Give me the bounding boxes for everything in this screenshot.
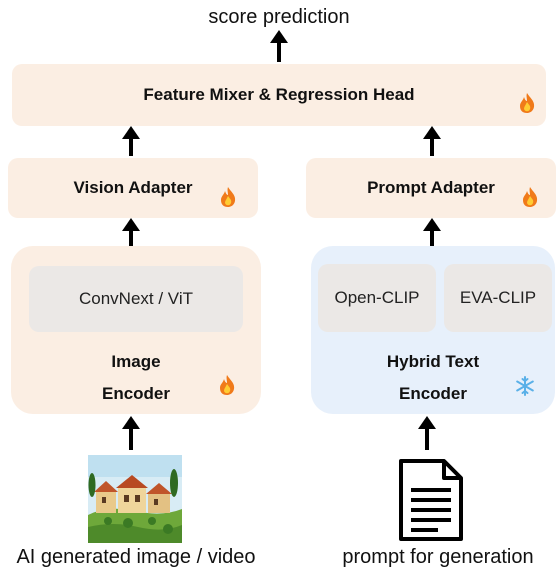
text-encoder-title-line2: Encoder [398, 384, 468, 403]
document-icon [399, 459, 463, 541]
generated-image-thumbnail [88, 455, 182, 543]
prompt-caption: prompt for generation [342, 546, 534, 568]
arrow-vision-to-mixer [122, 126, 140, 156]
output-label: score prediction [208, 6, 350, 28]
arrow-text-encoder-to-prompt-adapter [423, 218, 441, 246]
image-caption: AI generated image / video [16, 546, 256, 568]
eva-clip-label: EVA-CLIP [459, 288, 537, 307]
feature-mixer-title: Feature Mixer & Regression Head [143, 85, 415, 104]
open-clip-label: Open-CLIP [334, 288, 420, 307]
prompt-adapter-box: Prompt Adapter [306, 158, 556, 218]
arrow-to-output [270, 30, 288, 62]
convnext-vit-block: ConvNext / ViT [29, 266, 243, 332]
prompt-adapter-title: Prompt Adapter [367, 178, 495, 197]
feature-mixer-box: Feature Mixer & Regression Head [12, 64, 546, 126]
image-encoder-title-line2: Encoder [101, 384, 171, 403]
flame-icon [523, 187, 538, 207]
eva-clip-block: EVA-CLIP [444, 264, 552, 332]
snowflake-icon [516, 376, 534, 396]
arrow-prompt-to-mixer [423, 126, 441, 156]
flame-icon [221, 187, 236, 207]
convnext-vit-label: ConvNext / ViT [78, 289, 193, 308]
image-encoder-box: ConvNext / ViT Image Encoder [11, 246, 261, 414]
vision-adapter-box: Vision Adapter [8, 158, 258, 218]
text-encoder-title-line1: Hybrid Text [386, 352, 480, 371]
flame-icon [220, 375, 235, 395]
arrow-image-encoder-to-vision-adapter [122, 218, 140, 246]
vision-adapter-title: Vision Adapter [73, 178, 193, 197]
hybrid-text-encoder-box: Open-CLIP EVA-CLIP Hybrid Text Encoder [311, 246, 555, 414]
open-clip-block: Open-CLIP [318, 264, 436, 332]
arrow-image-to-image-encoder [122, 416, 140, 450]
flame-icon [520, 93, 535, 113]
arrow-prompt-to-text-encoder [418, 416, 436, 450]
image-encoder-title-line1: Image [111, 352, 161, 371]
